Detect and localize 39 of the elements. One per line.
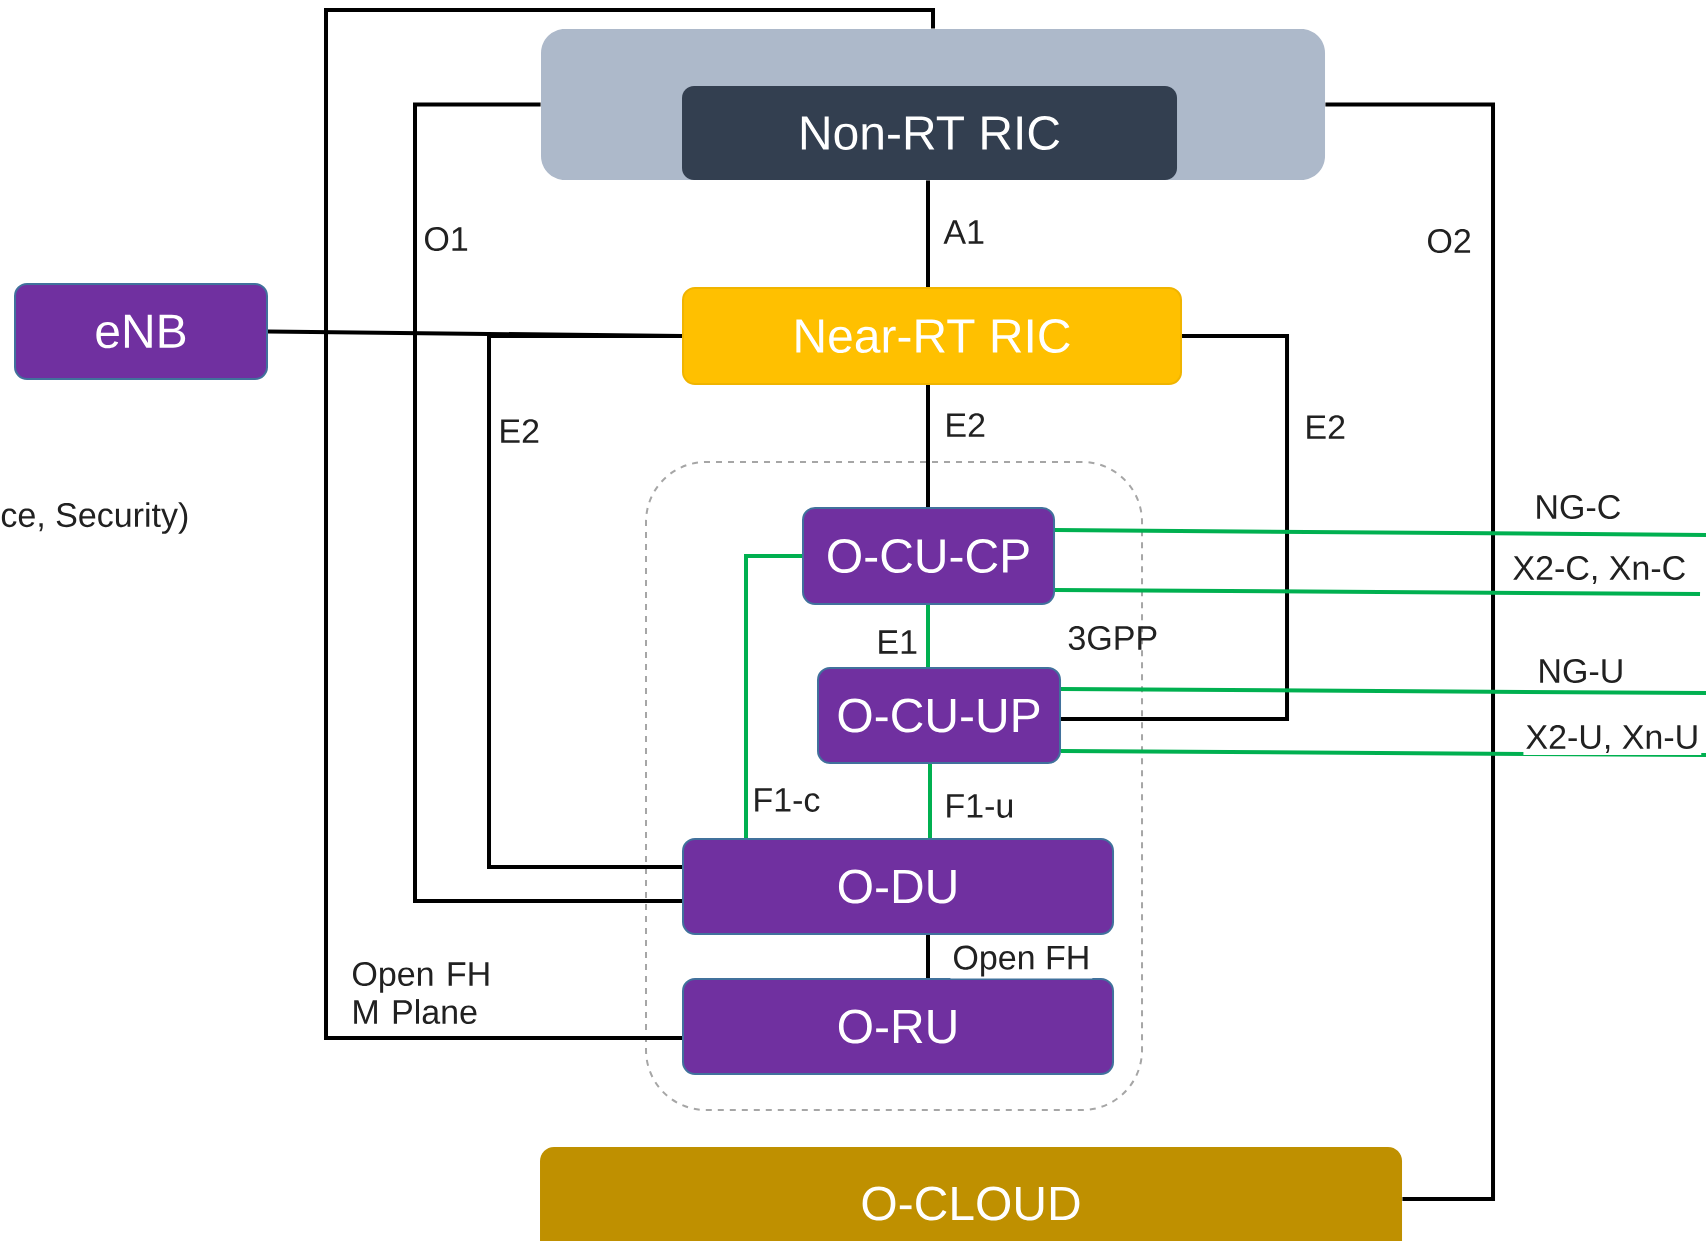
component-box: Non-RT RIC xyxy=(682,86,1177,180)
edge-label: E2 xyxy=(1302,413,1348,441)
edge-label: F1-u xyxy=(942,792,1017,820)
component-box: O-DU xyxy=(682,838,1114,935)
component-box: Near-RT RIC xyxy=(682,287,1182,385)
edge-label: X2-C, Xn-C xyxy=(1510,553,1689,587)
connector-line xyxy=(744,554,802,838)
connector-line xyxy=(1055,588,1701,596)
connector-line xyxy=(1325,102,1495,1201)
edge-label: NG-U xyxy=(1535,656,1627,686)
component-box: O-CLOUD xyxy=(540,1147,1402,1241)
connector-line xyxy=(926,935,930,978)
connector-line xyxy=(926,180,930,287)
edge-label: E2 xyxy=(496,417,542,445)
edge-label: O1 xyxy=(421,224,471,254)
edge-label: F1-c xyxy=(750,786,823,814)
edge-label: Open FH xyxy=(950,943,1093,979)
edge-label: E1 xyxy=(874,628,920,656)
connector-line xyxy=(1061,749,1706,757)
connector-line xyxy=(926,605,930,667)
edge-label: A1 xyxy=(941,218,987,246)
connector-line xyxy=(928,764,932,838)
component-box: O-CU-UP xyxy=(817,667,1061,764)
connector-line xyxy=(1055,528,1706,537)
edge-label: O2 xyxy=(1424,226,1474,256)
connector-line xyxy=(926,385,930,507)
edge-label: X2-U, Xn-U xyxy=(1523,722,1702,756)
connector-line xyxy=(487,334,682,869)
edge-label: NG-C xyxy=(1532,492,1624,522)
component-box: O-RU xyxy=(682,978,1114,1075)
edge-label: Open FH M Plane xyxy=(349,959,510,1027)
connector-line xyxy=(324,8,935,1040)
edge-label: E2 xyxy=(942,411,988,439)
connector-line xyxy=(1061,687,1706,695)
component-box: O-CU-CP xyxy=(802,507,1055,605)
connector-line xyxy=(413,102,682,903)
component-box: eNB xyxy=(14,283,268,380)
annotation-text: ce, Security) xyxy=(1,502,188,534)
connector-line xyxy=(1061,334,1289,721)
